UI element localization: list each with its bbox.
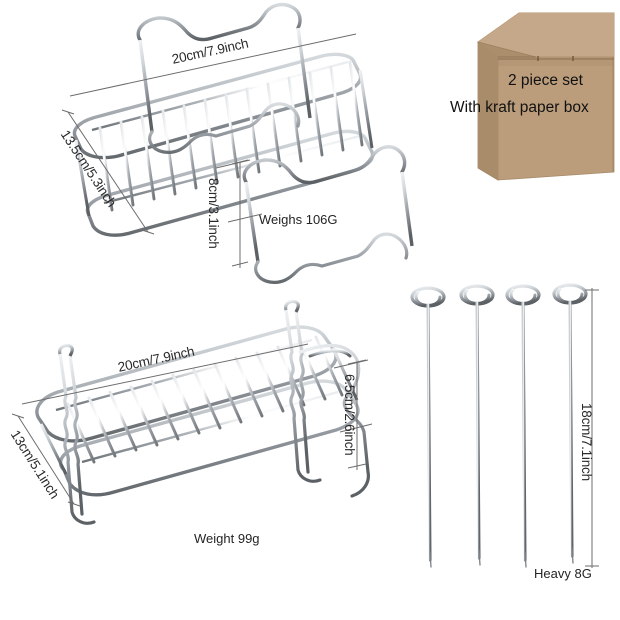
skewers-gauge-label: Heavy 8G [534, 566, 592, 581]
bottom-rack-weight-label: Weight 99g [194, 531, 260, 546]
bottom-rack-right-handle [284, 299, 322, 483]
skewer-item [505, 284, 541, 568]
kraft-box-shape [476, 12, 615, 181]
bottom-rack-far-handle [298, 343, 370, 498]
top-rack-grid [72, 52, 375, 237]
top-rack-front-leg [242, 145, 414, 284]
skewer-item [410, 286, 446, 568]
top-rack-weight-label: Weighs 106G [259, 212, 338, 227]
skewer-item [459, 284, 495, 566]
skewers-dimension-line [585, 288, 599, 568]
kraft-box-line2: With kraft paper box [450, 99, 589, 116]
bottom-rack-dimension-lines [11, 343, 373, 507]
kraft-box-line1: 2 piece set [508, 72, 583, 89]
bottom-rack-left-handle [58, 343, 96, 525]
top-rack-dimension-lines [61, 33, 357, 268]
top-rack-back-leg [136, 2, 312, 154]
skewer-item [552, 283, 588, 564]
skewers-length-label: 18cm/7.1inch [579, 403, 594, 481]
